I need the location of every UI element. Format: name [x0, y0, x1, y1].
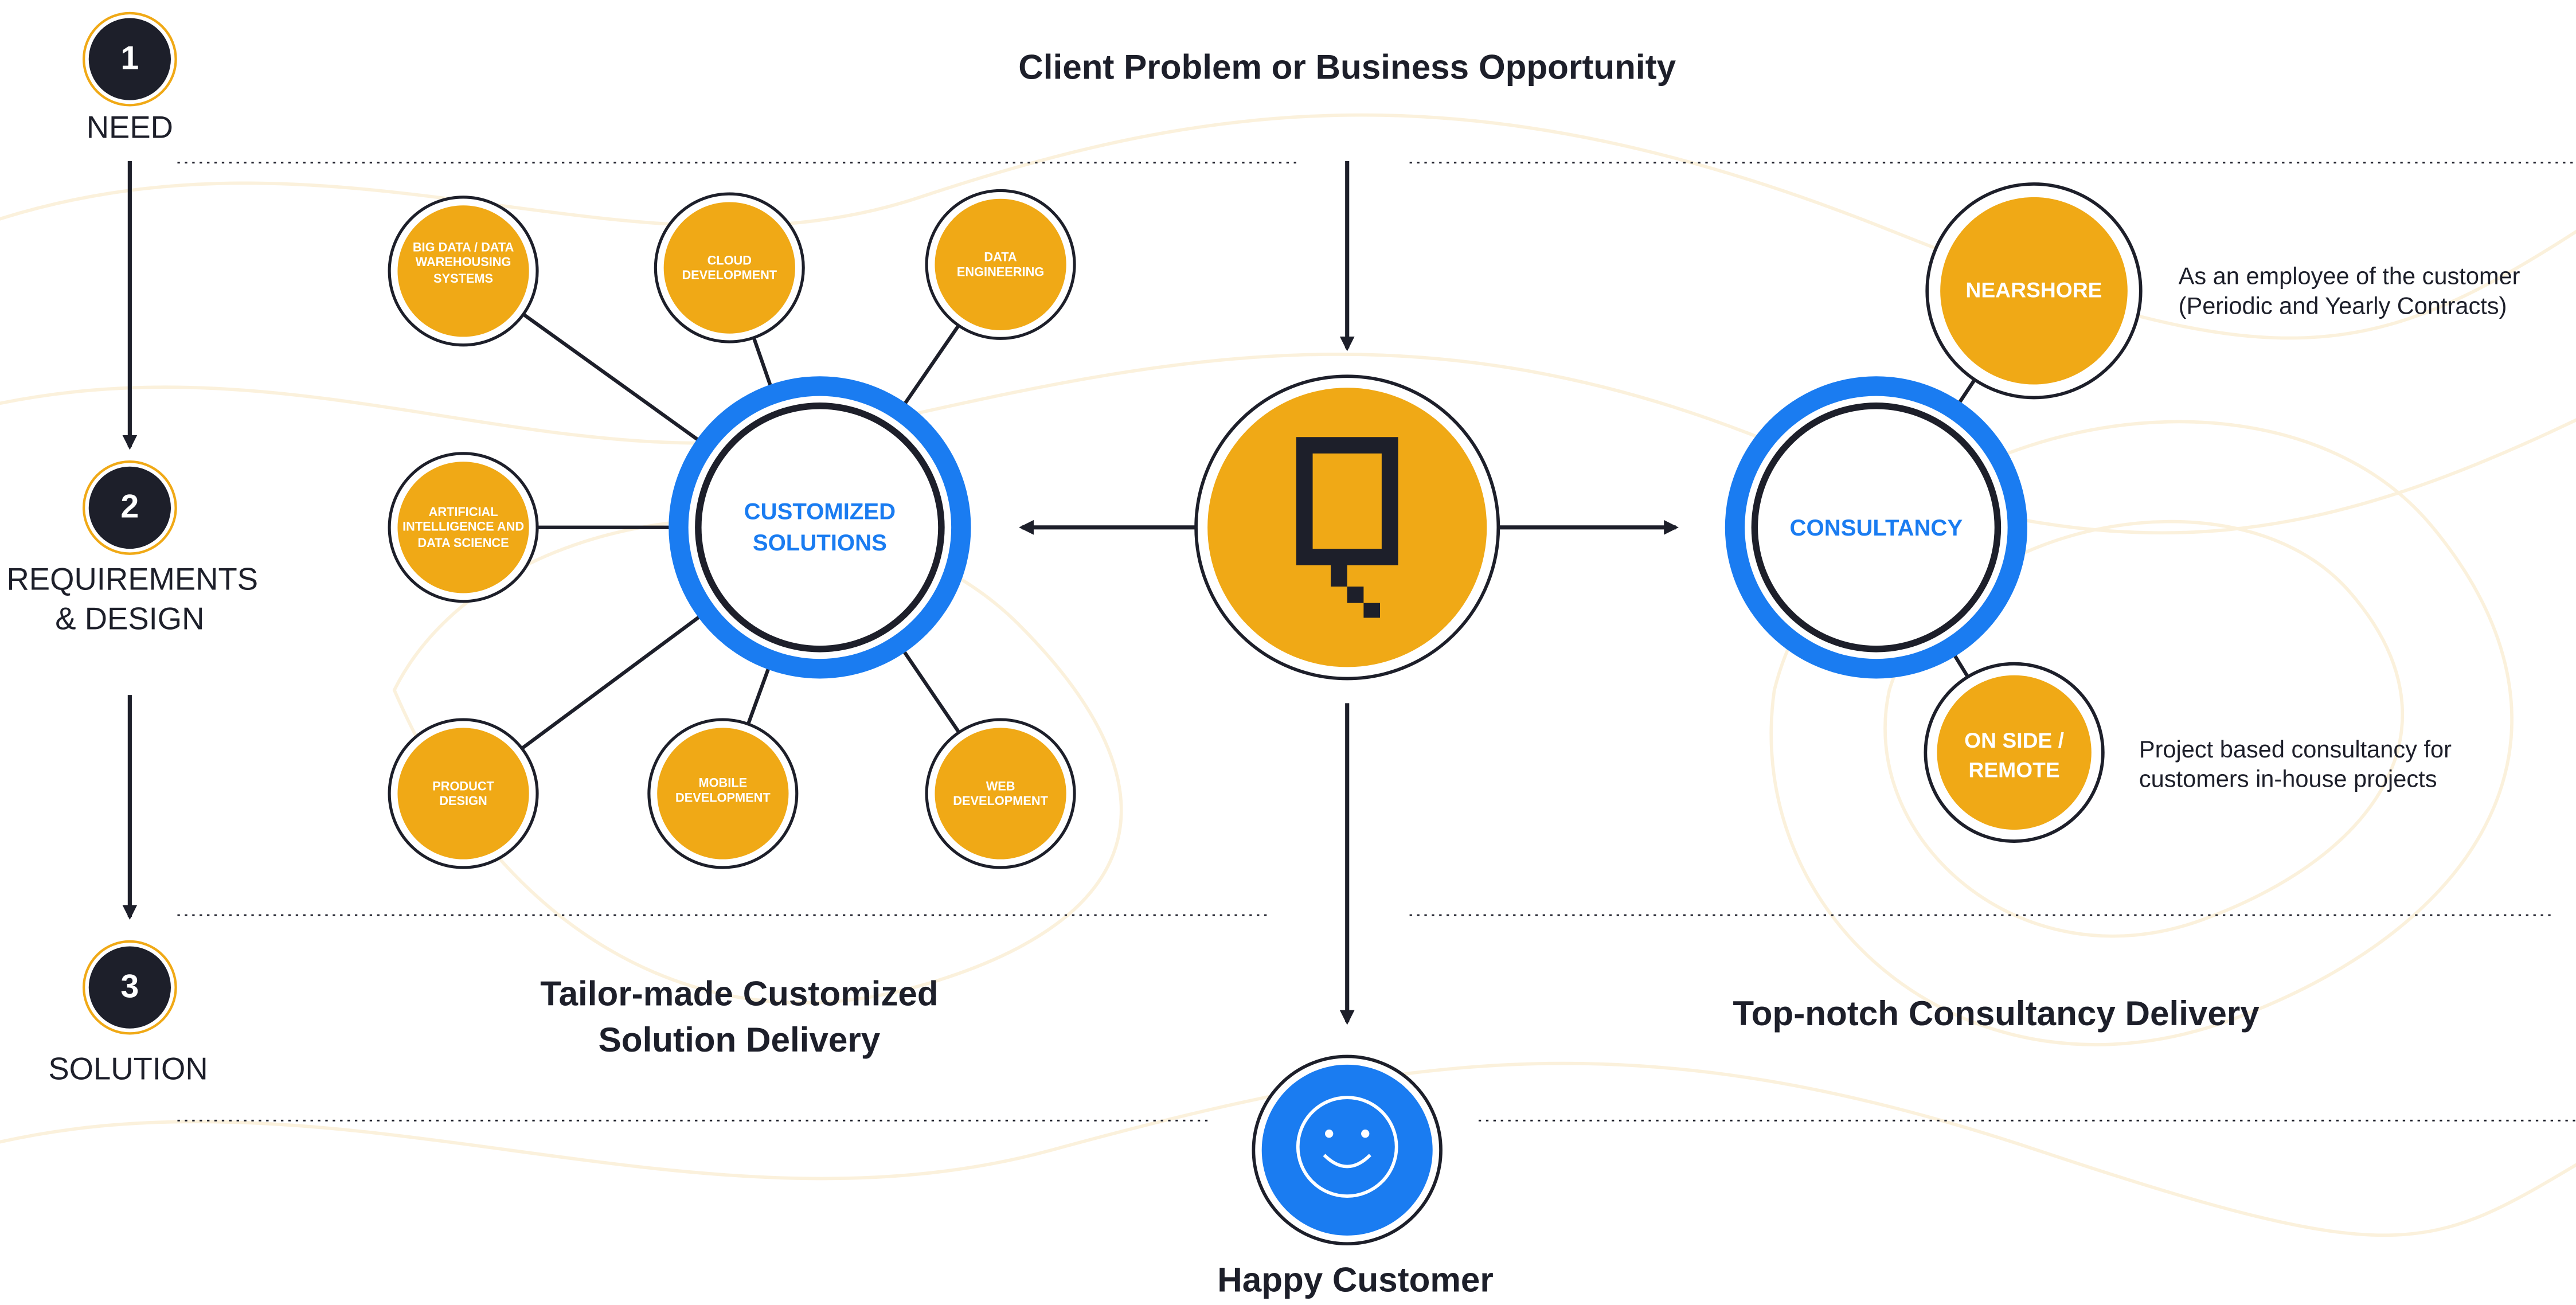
service-node-product-design [388, 718, 539, 869]
service-node-big-data [388, 196, 539, 347]
customized-solutions-hub [669, 376, 971, 679]
happy-customer-node [1252, 1054, 1443, 1246]
consultancy-nodes [1924, 182, 2143, 843]
service-label-product-design: PRODUCT DESIGN [432, 777, 494, 808]
consultancy-delivery-heading: Top-notch Consultancy Delivery [1733, 995, 2260, 1034]
nearshore-description: As an employee of the customer (Periodic… [2178, 264, 2520, 321]
main-flow-arrows [1019, 161, 1679, 1025]
onside-remote-description: Project based consultancy for customers … [2139, 737, 2452, 794]
service-label-web: WEB DEVELOPMENT [953, 777, 1048, 808]
company-logo-icon [1296, 437, 1398, 618]
step-1-label: NEED [86, 111, 173, 147]
service-label-big-data: BIG DATA / DATA WAREHOUSING SYSTEMS [412, 239, 514, 286]
service-node-ai [388, 452, 539, 603]
service-label-ai: ARTIFICIAL INTELLIGENCE AND DATA SCIENCE [402, 503, 525, 550]
top-heading: Client Problem or Business Opportunity [1018, 49, 1676, 87]
happy-customer-label: Happy Customer [1217, 1261, 1494, 1300]
onside-remote-label: ON SIDE / REMOTE [1964, 728, 2065, 782]
consultancy-label: CONSULTANCY [1789, 513, 1963, 540]
customized-delivery-heading: Tailor-made Customized Solution Delivery [540, 976, 939, 1060]
service-node-mobile [647, 718, 799, 869]
service-label-cloud: CLOUD DEVELOPMENT [682, 252, 777, 283]
stage-separators [177, 162, 2576, 1122]
step-circles [82, 11, 177, 1035]
nearshore-label: NEARSHORE [1965, 278, 2102, 303]
service-nodes [388, 189, 1076, 869]
service-node-data-engineering [925, 189, 1076, 340]
company-logo-node [1194, 374, 1500, 681]
step-2-number: 2 [120, 489, 139, 525]
background-contours [0, 113, 2576, 1237]
service-node-cloud [654, 192, 805, 343]
smiley-face-icon [1296, 1096, 1398, 1198]
step-3-label: SOLUTION [48, 1053, 208, 1088]
nearshore-node [1925, 182, 2143, 400]
service-label-mobile: MOBILE DEVELOPMENT [675, 775, 771, 806]
service-node-web [925, 718, 1076, 869]
step-2-label: REQUIREMENTS & DESIGN [6, 563, 259, 638]
step-3-number: 3 [120, 968, 139, 1005]
onside-remote-node [1924, 662, 2105, 843]
customized-solutions-label: CUSTOMIZED SOLUTIONS [744, 498, 896, 556]
step-1-number: 1 [120, 40, 139, 77]
service-label-data-engineering: DATA ENGINEERING [956, 249, 1045, 280]
consultancy-hub [1725, 376, 2028, 679]
